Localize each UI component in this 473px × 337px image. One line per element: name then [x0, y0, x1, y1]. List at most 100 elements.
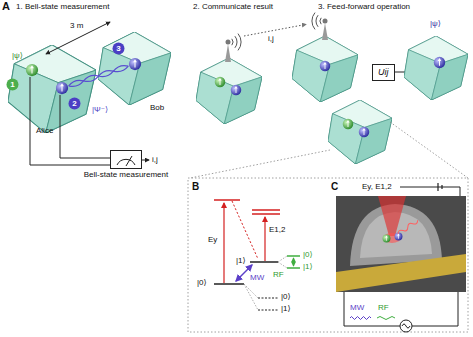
qubit-sphere	[215, 77, 226, 88]
device-caption: Bell-state measurement	[84, 171, 168, 179]
nuclear-level	[287, 267, 300, 269]
result-label: i,j	[152, 156, 158, 164]
signal-waves	[312, 13, 321, 30]
bob-crystal	[404, 36, 468, 100]
dc-source-symbol	[438, 183, 442, 191]
state-label: |1⟩	[236, 257, 246, 265]
alice-crystal	[8, 45, 96, 133]
rf-transition	[293, 258, 294, 266]
distance-label: 3 m	[70, 22, 83, 30]
splitting-guide	[244, 284, 258, 310]
entanglement-helix	[68, 64, 129, 88]
signal-name: MW	[350, 304, 364, 312]
alice-crystal	[196, 58, 262, 124]
meter-arc	[117, 159, 135, 165]
nuclear-level	[258, 297, 278, 298]
communication-arrow	[244, 24, 306, 36]
panel-letter: A	[2, 1, 10, 12]
step-heading: 1. Bell-state measurement	[16, 3, 109, 11]
measurement-wire	[30, 77, 110, 165]
step-heading: 2. Communicate result	[193, 3, 273, 11]
qubit-sphere	[129, 58, 141, 70]
device-image	[336, 196, 466, 292]
energy-label: E1,2	[269, 226, 285, 234]
callout-number: 2	[68, 97, 81, 110]
step-heading: 3. Feed-forward operation	[318, 3, 410, 11]
qubit-sphere	[26, 64, 38, 76]
measurement-wire	[60, 95, 110, 158]
zoom-line	[390, 122, 468, 178]
nv-crystal	[328, 100, 392, 164]
callout-number: 1	[6, 78, 19, 91]
operator-box: Uij	[372, 64, 395, 81]
antenna-tip	[323, 19, 328, 24]
state-label: |1⟩	[281, 305, 291, 313]
stripline	[336, 254, 466, 292]
sine-symbol	[402, 324, 410, 328]
excited-level	[214, 199, 240, 201]
qubit-sphere	[343, 119, 354, 130]
callout-text: 3	[116, 45, 120, 53]
qubit-sphere	[434, 57, 445, 68]
drive-wire	[344, 292, 458, 326]
excited-level	[252, 213, 280, 215]
antenna-tip	[226, 40, 231, 45]
qubit-sphere	[231, 85, 242, 96]
signal-name: Ey, E1,2	[362, 183, 392, 191]
excited-level	[252, 209, 280, 211]
optical-transition	[223, 203, 224, 283]
result-label: i,j	[268, 35, 274, 43]
panel-letter: C	[331, 182, 338, 192]
emitted-photon	[397, 219, 419, 236]
state-label: |Ψ⁻⟩	[92, 106, 108, 114]
microwave-transition	[236, 265, 252, 281]
zoom-line	[190, 150, 330, 178]
qubit-sphere	[320, 61, 331, 72]
state-label: |0⟩	[303, 251, 313, 259]
callout-circle-fill	[69, 98, 81, 110]
meter-symbol	[111, 151, 141, 168]
inset-frame	[188, 178, 468, 332]
callout-text: 2	[72, 100, 76, 108]
gate-wire	[400, 187, 460, 196]
qubit-sphere	[383, 235, 391, 243]
signal-name: RF	[273, 271, 284, 279]
measurement-device: Bell-state measurement	[110, 150, 142, 169]
energy-label: Ey	[208, 236, 217, 244]
state-label: |ψ⟩	[430, 20, 441, 28]
signal-source	[400, 320, 412, 332]
party-label: Bob	[150, 104, 164, 112]
qubit-sphere	[56, 82, 68, 94]
mw-waveform	[350, 317, 371, 320]
callout-circle-fill	[113, 43, 125, 55]
meter-needle	[126, 156, 132, 166]
splitting-guide	[278, 256, 287, 268]
state-label: |1⟩	[303, 263, 313, 271]
operator-label: Uij	[378, 68, 389, 77]
nuclear-level	[258, 309, 278, 310]
decay-path	[232, 201, 258, 259]
state-label: |ψ⟩	[12, 52, 23, 60]
qubit-sphere	[359, 127, 370, 138]
antenna	[322, 23, 328, 40]
state-label: |0⟩	[197, 279, 207, 287]
optical-transition	[264, 217, 265, 261]
party-label: Alice	[36, 127, 53, 135]
callout-text: 1	[10, 81, 14, 89]
panel-letter: B	[192, 182, 199, 192]
result-arrow	[142, 160, 149, 161]
signal-waves	[232, 34, 241, 51]
nuclear-level	[287, 255, 300, 257]
signal-name: MW	[250, 274, 264, 282]
callout-number: 3	[112, 42, 125, 55]
antenna	[225, 44, 231, 62]
rf-waveform	[377, 317, 395, 320]
helix-strand	[68, 64, 129, 88]
bob-crystal	[98, 32, 171, 105]
helix-strand	[68, 64, 129, 88]
spin-level	[214, 283, 244, 285]
distance-arrow	[46, 22, 110, 54]
bob-crystal	[292, 36, 358, 102]
